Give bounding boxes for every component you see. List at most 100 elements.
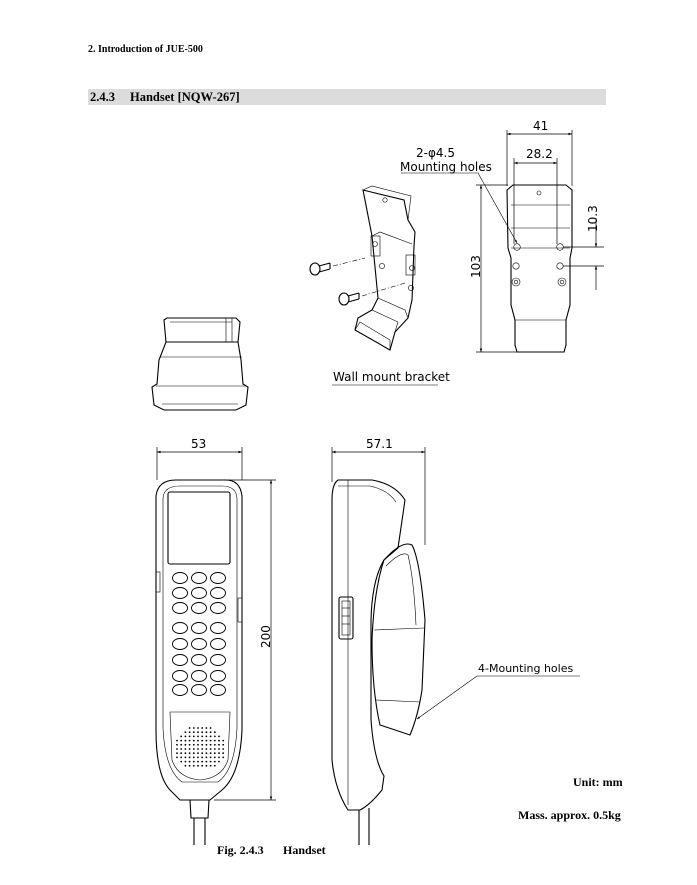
keypad	[172, 572, 226, 696]
grille-hole	[205, 748, 208, 750]
grille-hole	[209, 748, 212, 750]
keypad-key	[172, 638, 188, 650]
grille-hole	[192, 731, 195, 734]
grille-hole	[209, 735, 212, 738]
grille-hole	[222, 743, 225, 746]
grille-hole	[197, 731, 199, 734]
keypad-key	[191, 572, 207, 584]
keypad-key	[172, 572, 188, 584]
grille-hole	[201, 764, 204, 767]
grille-hole	[176, 748, 178, 750]
grille-hole	[209, 743, 212, 746]
grille-hole	[213, 743, 216, 746]
keypad-key	[172, 602, 188, 614]
grille-hole	[201, 748, 204, 750]
grille-hole	[205, 760, 208, 763]
grille-hole	[209, 764, 212, 767]
grille-hole	[180, 760, 183, 763]
keypad-key	[172, 622, 188, 634]
grille-hole	[197, 760, 199, 763]
grille-hole	[222, 756, 225, 759]
section-title: Handset [NQW-267]	[130, 90, 240, 104]
bracket-iso-view	[309, 172, 518, 351]
grille-hole	[205, 752, 208, 755]
keypad-key	[191, 684, 207, 696]
figure-title: Handset	[283, 843, 326, 857]
grille-hole	[192, 764, 195, 767]
keypad-key	[191, 622, 207, 634]
keypad-key	[191, 638, 207, 650]
grille-hole	[201, 735, 204, 738]
grille-hole	[192, 727, 195, 729]
grille-hole	[218, 752, 220, 755]
grille-hole	[184, 748, 187, 750]
grille-hole	[184, 739, 187, 742]
dim-bracket-height: 103	[469, 255, 483, 278]
grille-hole	[180, 756, 183, 759]
grille-hole	[213, 739, 216, 742]
grille-hole	[197, 739, 199, 742]
grille-hole	[197, 764, 199, 767]
grille-hole	[188, 752, 191, 755]
grille-hole	[205, 731, 208, 734]
grille-hole	[205, 764, 208, 767]
grille-hole	[176, 739, 178, 742]
keypad-key	[191, 654, 207, 666]
keypad-key	[210, 684, 226, 696]
grille-hole	[218, 735, 220, 738]
grille-hole	[192, 743, 195, 746]
grille-hole	[201, 739, 204, 742]
dim-hole-offset: 10.3	[586, 205, 600, 232]
grille-hole	[184, 760, 187, 763]
figure-number: Fig. 2.4.3	[217, 843, 264, 857]
grille-hole	[192, 756, 195, 759]
handset-side-view	[331, 479, 426, 845]
dim-bracket-width: 41	[533, 119, 548, 133]
grille-hole	[222, 748, 225, 750]
grille-hole	[180, 748, 183, 750]
grille-hole	[192, 735, 195, 738]
keypad-key	[191, 587, 207, 599]
screw-lower	[338, 282, 406, 306]
grille-hole	[197, 752, 199, 755]
grille-hole	[205, 743, 208, 746]
grille-hole	[209, 752, 212, 755]
keypad-key	[172, 587, 188, 599]
grille-hole	[188, 764, 191, 767]
grille-hole	[197, 743, 199, 746]
grille-hole	[188, 727, 191, 729]
keypad-key	[210, 587, 226, 599]
keypad-key	[191, 670, 207, 682]
keypad-key	[172, 684, 188, 696]
hole-label: Mounting holes	[400, 160, 492, 174]
speaker-grille	[176, 727, 225, 767]
grille-hole	[188, 735, 191, 738]
grille-hole	[192, 739, 195, 742]
grille-hole	[180, 752, 183, 755]
grille-hole	[188, 731, 191, 734]
grille-hole	[218, 756, 220, 759]
keypad-key	[172, 654, 188, 666]
grille-hole	[218, 743, 220, 746]
grille-hole	[205, 756, 208, 759]
grille-hole	[209, 739, 212, 742]
grille-hole	[201, 756, 204, 759]
grille-hole	[176, 743, 178, 746]
bracket-caption: Wall mount bracket	[333, 370, 450, 384]
grille-hole	[192, 748, 195, 750]
grille-hole	[218, 748, 220, 750]
grille-hole	[184, 764, 187, 767]
keypad-key	[191, 602, 207, 614]
grille-hole	[180, 743, 183, 746]
keypad-key	[210, 638, 226, 650]
grille-hole	[176, 752, 178, 755]
grille-hole	[184, 731, 187, 734]
grille-hole	[222, 752, 225, 755]
grille-hole	[201, 743, 204, 746]
grille-hole	[213, 764, 216, 767]
keypad-key	[210, 622, 226, 634]
keypad-key	[172, 670, 188, 682]
section-heading: 2.4.3 Handset [NQW-267]	[88, 89, 606, 105]
grille-hole	[213, 756, 216, 759]
unit-note: Unit: mm	[573, 775, 623, 789]
